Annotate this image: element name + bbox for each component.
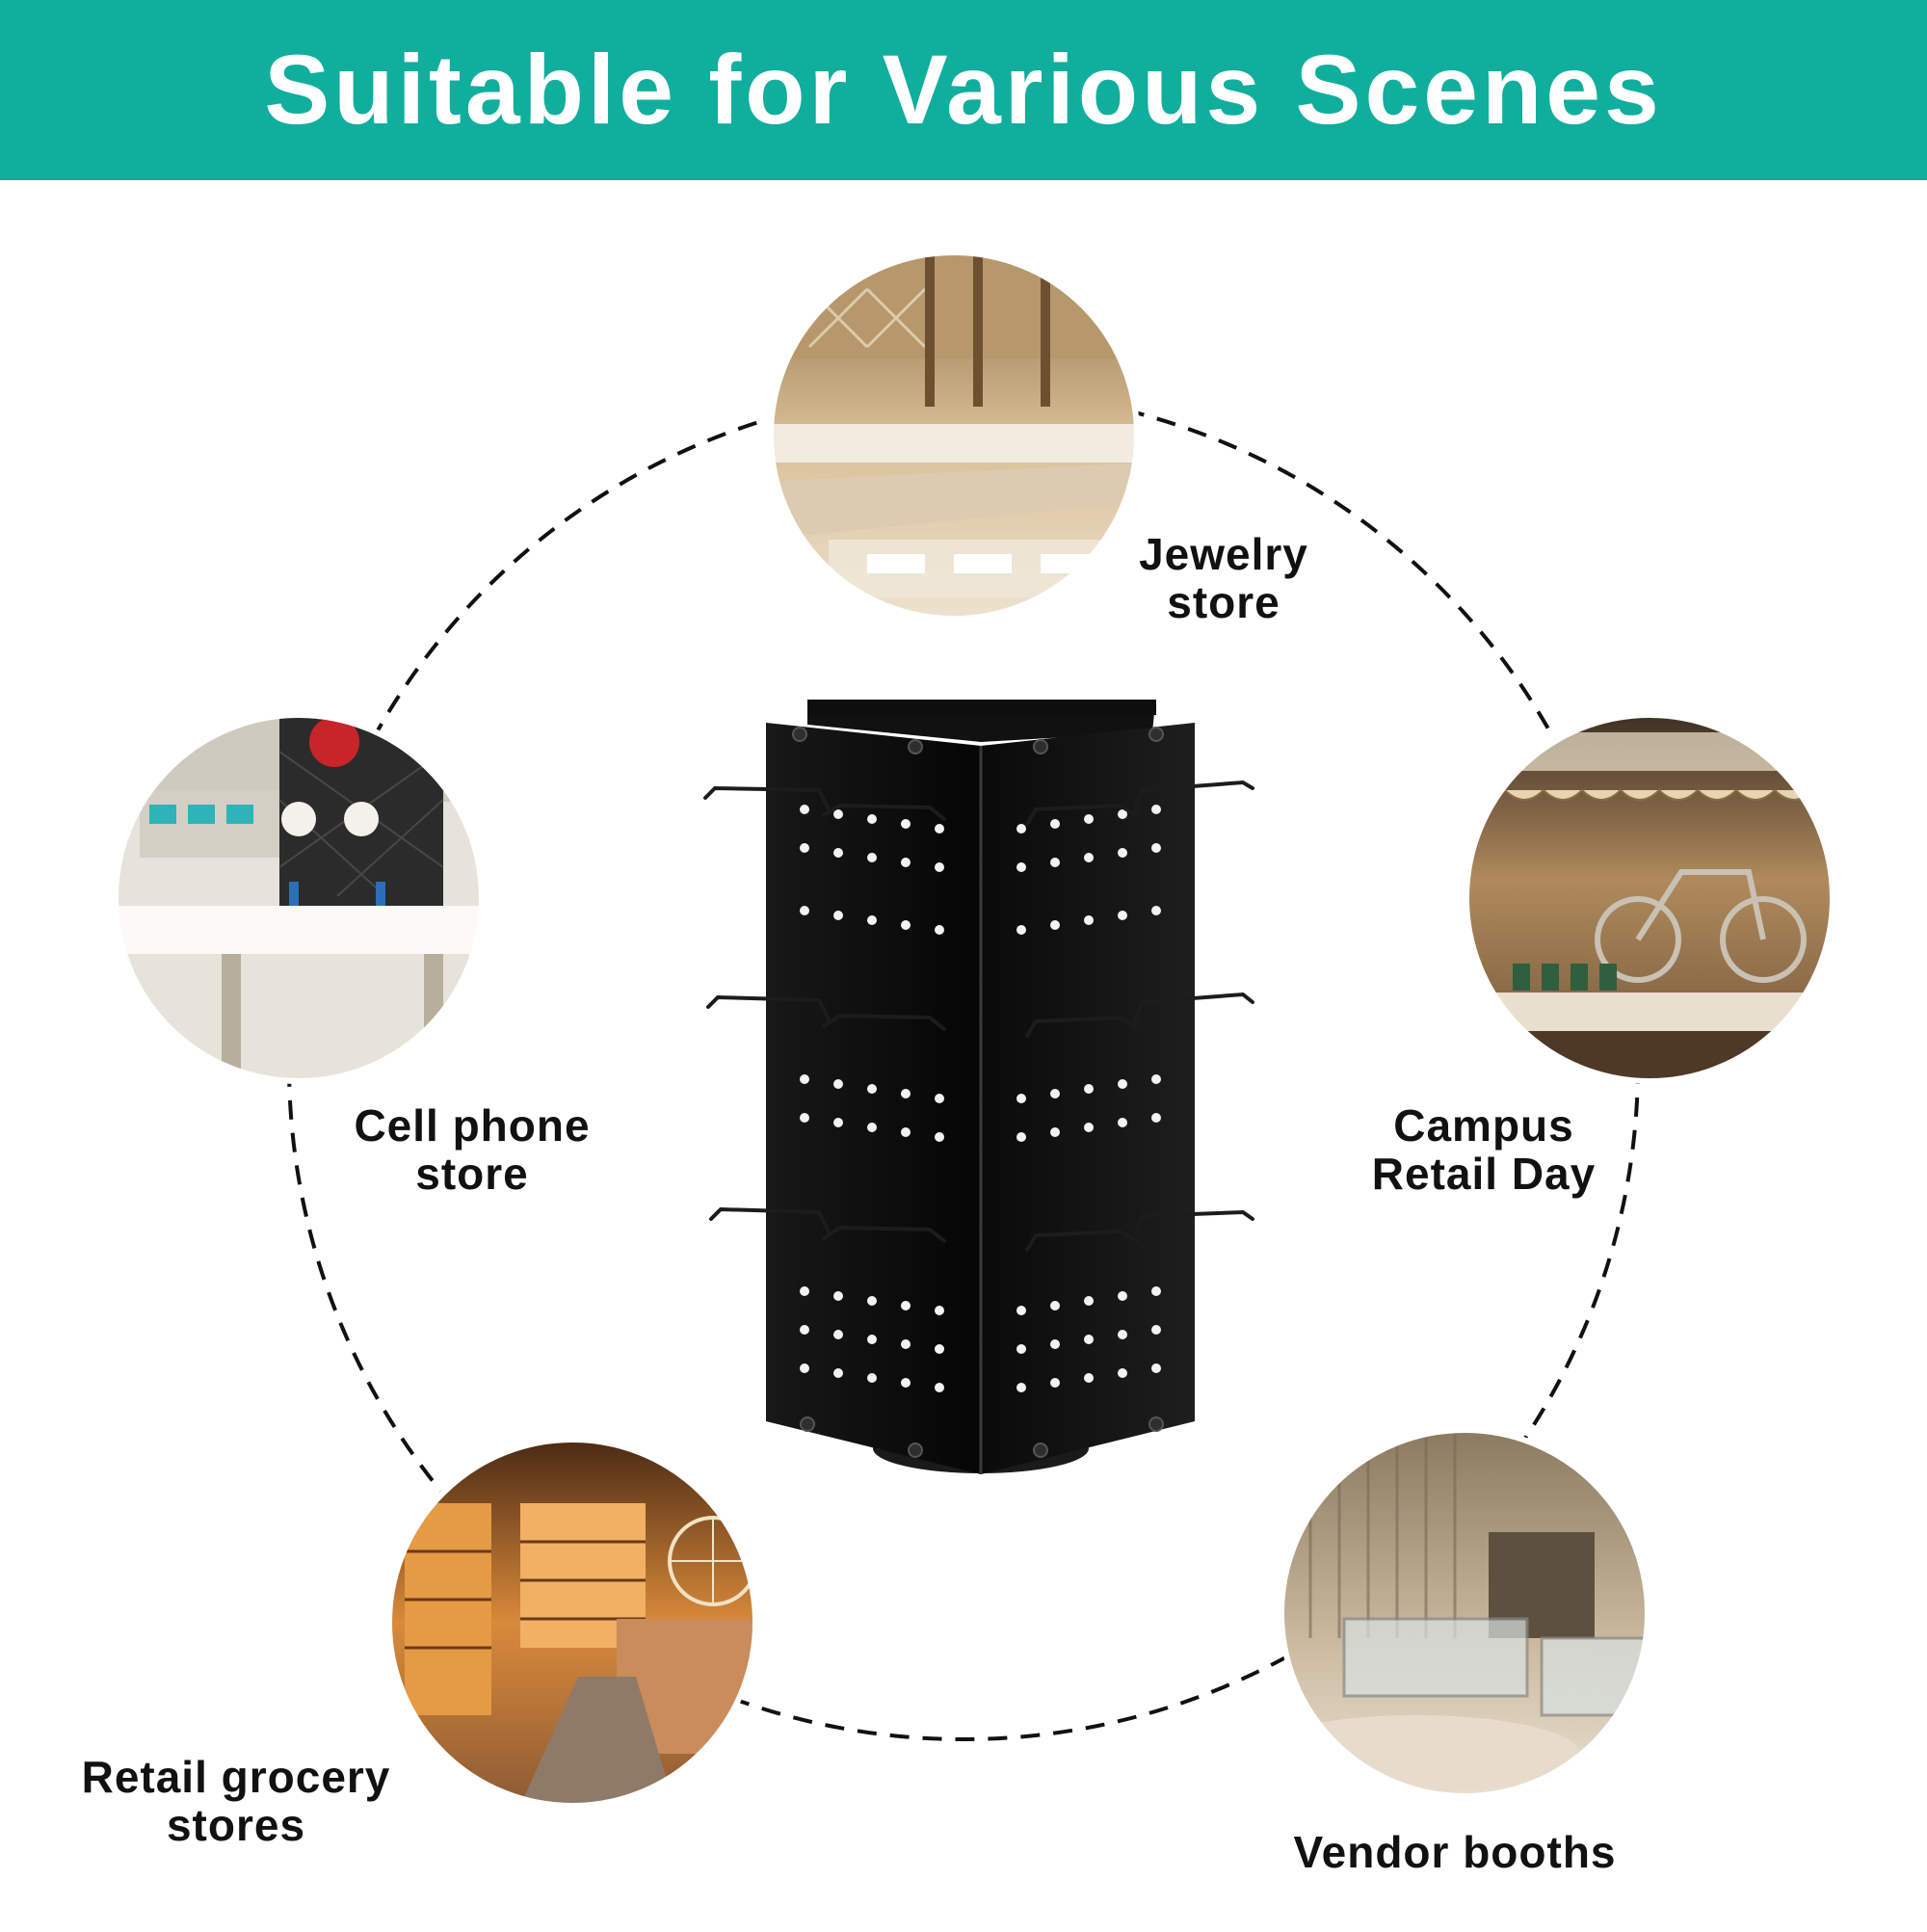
- scene-label-line: store: [415, 1149, 529, 1199]
- scene-label-line: Vendor booths: [1293, 1827, 1617, 1877]
- rotating-pegboard-display-icon: [703, 700, 1254, 1474]
- scene-label-line: Jewelry: [1139, 529, 1308, 579]
- cell-phone-store-photo-icon: [113, 712, 485, 1084]
- scene-label-cell-phone: Cell phone store: [318, 1101, 626, 1198]
- banner-title: Suitable for Various Scenes: [264, 35, 1663, 145]
- vendor-booth-photo-icon: [1279, 1427, 1650, 1799]
- scene-label-line: store: [1167, 577, 1280, 627]
- scene-label-line: Retail Day: [1371, 1149, 1597, 1199]
- scene-label-line: Cell phone: [354, 1100, 591, 1151]
- scene-label-campus: Campus Retail Day: [1339, 1101, 1628, 1198]
- scene-label-grocery: Retail grocery stores: [48, 1753, 424, 1849]
- scene-label-vendor: Vendor booths: [1253, 1828, 1657, 1876]
- scene-label-line: Campus: [1393, 1100, 1574, 1151]
- jewelry-store-photo-icon: [768, 250, 1140, 622]
- scene-label-jewelry: Jewelry store: [1098, 530, 1349, 626]
- scene-label-line: Retail grocery: [81, 1752, 391, 1802]
- campus-retail-photo-icon: [1464, 712, 1835, 1084]
- scene-label-line: stores: [166, 1800, 306, 1850]
- grocery-store-photo-icon: [386, 1437, 758, 1809]
- header-banner: Suitable for Various Scenes: [0, 0, 1927, 180]
